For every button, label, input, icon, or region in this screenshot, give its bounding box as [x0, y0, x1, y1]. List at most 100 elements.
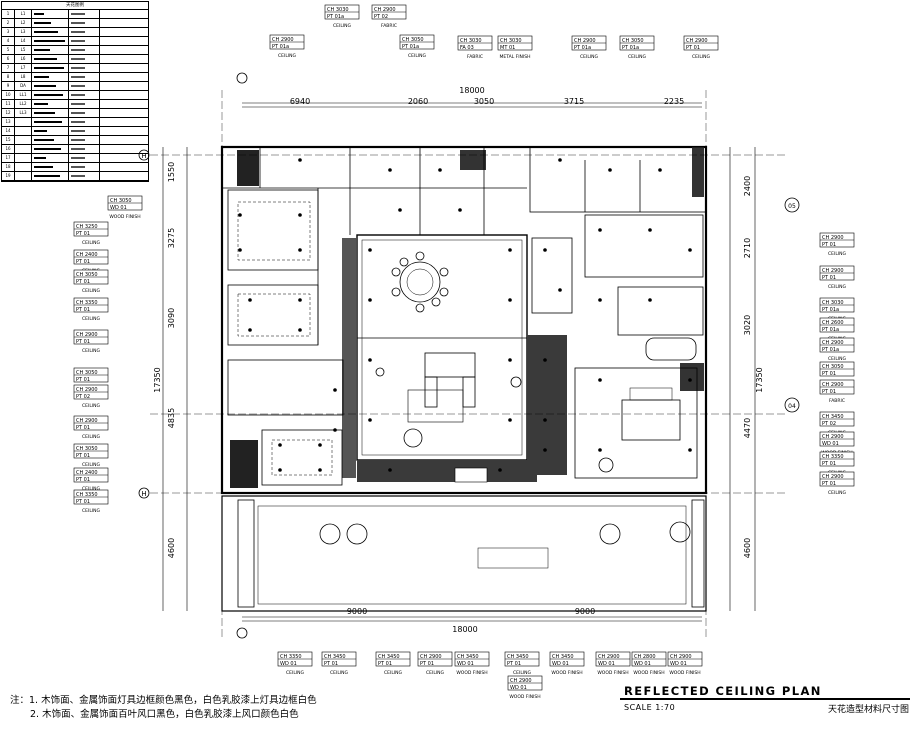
legend-row-note	[100, 91, 148, 99]
drawing-title-cn: 天花造型材料尺寸图	[827, 705, 909, 715]
dining-table	[399, 261, 441, 303]
material-tag-height: CH 3450	[822, 414, 844, 420]
ceiling-downlight	[298, 298, 302, 302]
material-tag-height: CH 2400	[76, 252, 98, 258]
legend-row-code: L2	[15, 19, 32, 27]
building-outline	[220, 145, 708, 495]
material-tag-code: PT 01a	[822, 307, 839, 313]
legend-row-desc	[69, 118, 100, 126]
material-tag-label: WOOD FINISH	[456, 670, 487, 676]
material-tag-label: CEILING	[384, 670, 403, 676]
dimension-top-segment: 2235	[664, 97, 684, 106]
material-tag-label: CEILING	[278, 53, 297, 59]
room-right-bath	[531, 237, 573, 314]
material-tag-height: CH 2900	[822, 434, 844, 440]
material-tag-height: CH 3350	[76, 492, 98, 498]
legend-row-desc	[69, 19, 100, 27]
ceiling-downlight	[558, 158, 562, 162]
dimension-left-segment: 3090	[167, 308, 176, 328]
legend-row-number: 6	[2, 55, 15, 63]
material-tag-label: CEILING	[82, 316, 101, 322]
legend-row-number: 14	[2, 127, 15, 135]
dimension-top-segment: 2060	[408, 97, 428, 106]
legend-row-symbol	[32, 127, 69, 135]
material-tag-height: CH 2900	[76, 387, 98, 393]
material-tag-label: CEILING	[82, 403, 101, 409]
material-tag-label: CEILING	[692, 54, 711, 60]
ceiling-downlight	[248, 298, 252, 302]
legend-row-symbol	[32, 100, 69, 108]
grid-bubble-right-lower: 04	[788, 403, 796, 410]
material-tag-label: CEILING	[333, 23, 352, 29]
legend-row-code	[15, 145, 32, 153]
material-tag-code: WD 01	[510, 685, 527, 691]
legend-row-number: 16	[2, 145, 15, 153]
dimension-right-total: 17350	[755, 367, 764, 392]
material-tag-label: CEILING	[426, 670, 445, 676]
ceiling-downlight	[368, 248, 372, 252]
legend-row-desc	[69, 100, 100, 108]
legend-row-desc	[69, 136, 100, 144]
ceiling-downlight	[688, 248, 692, 252]
legend-row-number: 2	[2, 19, 15, 27]
sofa	[424, 352, 476, 378]
material-tag-height: CH 2900	[822, 268, 844, 274]
dimension-left-segment: 3275	[167, 228, 176, 248]
legend-row-desc	[69, 154, 100, 162]
material-tag-code: PT 01	[822, 389, 836, 395]
room-right-2	[584, 214, 704, 278]
material-tag-height: CH 3450	[507, 654, 529, 660]
material-tag-height: CH 2600	[822, 320, 844, 326]
material-tag-label: METAL FINISH	[500, 54, 531, 60]
material-tag-label: CEILING	[828, 490, 847, 496]
ceiling-downlight	[688, 448, 692, 452]
legend-row-note	[100, 172, 148, 180]
ceiling-downlight	[508, 298, 512, 302]
material-tag-label: WOOD FINISH	[633, 670, 664, 676]
legend-row-number: 9	[2, 82, 15, 90]
legend-row-note	[100, 10, 148, 18]
material-tag-code: PT 01	[822, 461, 836, 467]
legend-header: 天花图例	[2, 2, 148, 10]
legend-row-note	[100, 154, 148, 162]
dimension-top-segment: 3050	[474, 97, 494, 106]
legend-row-number: 12	[2, 109, 15, 117]
material-tag-height: CH 3050	[76, 446, 98, 452]
ceiling-downlight	[658, 168, 662, 172]
material-tag-height: CH 2900	[574, 38, 596, 44]
bathtub	[645, 337, 697, 361]
ceiling-downlight	[238, 213, 242, 217]
material-tag-height: CH 3030	[822, 300, 844, 306]
material-tag-code: PT 01	[420, 661, 434, 667]
ceiling-downlight	[278, 443, 282, 447]
legend-row-symbol	[32, 82, 69, 90]
material-tag-code: WD 01	[280, 661, 297, 667]
material-tag-label: CEILING	[82, 240, 101, 246]
legend-row-code: LL1	[15, 91, 32, 99]
balcony-outline	[221, 495, 707, 612]
material-tag-code: WD 01	[670, 661, 687, 667]
legend-row-code	[15, 136, 32, 144]
ceiling-downlight	[608, 168, 612, 172]
legend-row-symbol	[32, 73, 69, 81]
legend-row-symbol	[32, 10, 69, 18]
material-tag-code: PT 01a	[574, 45, 591, 51]
material-tag-height: CH 3050	[76, 370, 98, 376]
